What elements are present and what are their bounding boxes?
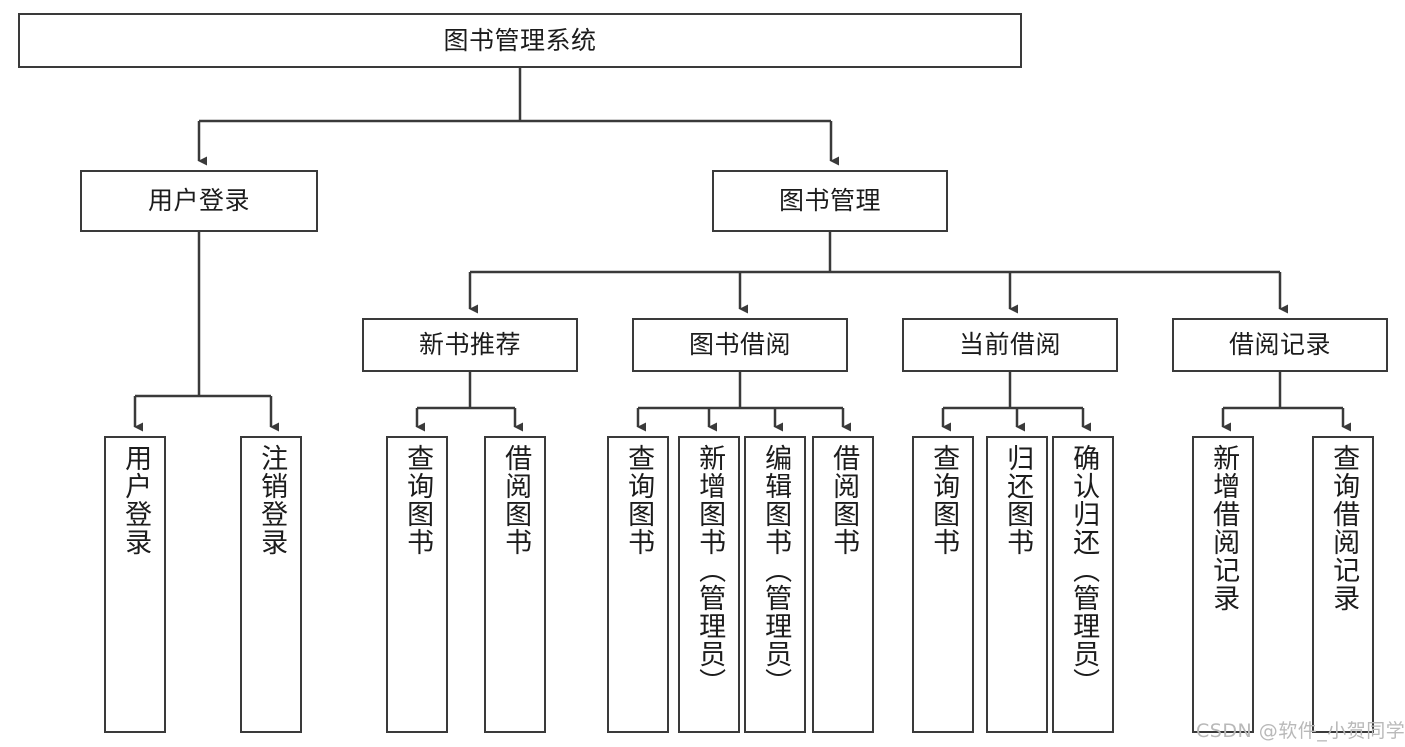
node-current-borrow[interactable]: 当前借阅 bbox=[902, 318, 1118, 372]
leaf-confirm-return-admin[interactable]: 确认归还（管理员） bbox=[1052, 436, 1114, 733]
node-label: 借阅图书 bbox=[828, 444, 860, 556]
leaf-add-borrow-record[interactable]: 新增借阅记录 bbox=[1192, 436, 1254, 733]
node-label: 注销登录 bbox=[256, 444, 288, 556]
node-user-login[interactable]: 用户登录 bbox=[80, 170, 318, 232]
watermark-text: CSDN @软件_小贺同学 bbox=[1196, 720, 1405, 742]
leaf-logout[interactable]: 注销登录 bbox=[240, 436, 302, 733]
leaf-lend-book[interactable]: 借阅图书 bbox=[812, 436, 874, 733]
node-label: 确认归还（管理员） bbox=[1068, 444, 1100, 696]
leaf-query-book-newbook[interactable]: 查询图书 bbox=[386, 436, 448, 733]
node-label: 用户登录 bbox=[120, 444, 152, 556]
node-label: 图书借阅 bbox=[688, 330, 791, 360]
node-label: 查询图书 bbox=[623, 444, 655, 556]
node-borrow-record[interactable]: 借阅记录 bbox=[1172, 318, 1388, 372]
leaf-add-book-admin[interactable]: 新增图书（管理员） bbox=[678, 436, 740, 733]
node-label: 新增借阅记录 bbox=[1208, 444, 1240, 612]
node-label: 用户登录 bbox=[147, 186, 250, 216]
node-label: 归还图书 bbox=[1002, 444, 1034, 556]
leaf-query-book-borrow[interactable]: 查询图书 bbox=[607, 436, 669, 733]
node-label: 新增图书（管理员） bbox=[694, 444, 726, 696]
node-new-book-recommend[interactable]: 新书推荐 bbox=[362, 318, 578, 372]
node-label: 查询图书 bbox=[928, 444, 960, 556]
node-book-management[interactable]: 图书管理 bbox=[712, 170, 948, 232]
node-label: 编辑图书（管理员） bbox=[760, 444, 792, 696]
leaf-borrow-book-newbook[interactable]: 借阅图书 bbox=[484, 436, 546, 733]
node-label: 查询图书 bbox=[402, 444, 434, 556]
leaf-edit-book-admin[interactable]: 编辑图书（管理员） bbox=[744, 436, 806, 733]
node-label: 借阅记录 bbox=[1228, 330, 1331, 360]
node-root-book-management-system[interactable]: 图书管理系统 bbox=[18, 13, 1022, 68]
node-label: 图书管理系统 bbox=[443, 25, 597, 55]
leaf-return-book[interactable]: 归还图书 bbox=[986, 436, 1048, 733]
leaf-query-borrow-record[interactable]: 查询借阅记录 bbox=[1312, 436, 1374, 733]
node-label: 新书推荐 bbox=[418, 330, 521, 360]
node-label: 图书管理 bbox=[778, 186, 881, 216]
leaf-query-book-current[interactable]: 查询图书 bbox=[912, 436, 974, 733]
node-book-borrow[interactable]: 图书借阅 bbox=[632, 318, 848, 372]
node-label: 查询借阅记录 bbox=[1328, 444, 1360, 612]
node-label: 借阅图书 bbox=[500, 444, 532, 556]
node-label: 当前借阅 bbox=[958, 330, 1061, 360]
leaf-user-login[interactable]: 用户登录 bbox=[104, 436, 166, 733]
